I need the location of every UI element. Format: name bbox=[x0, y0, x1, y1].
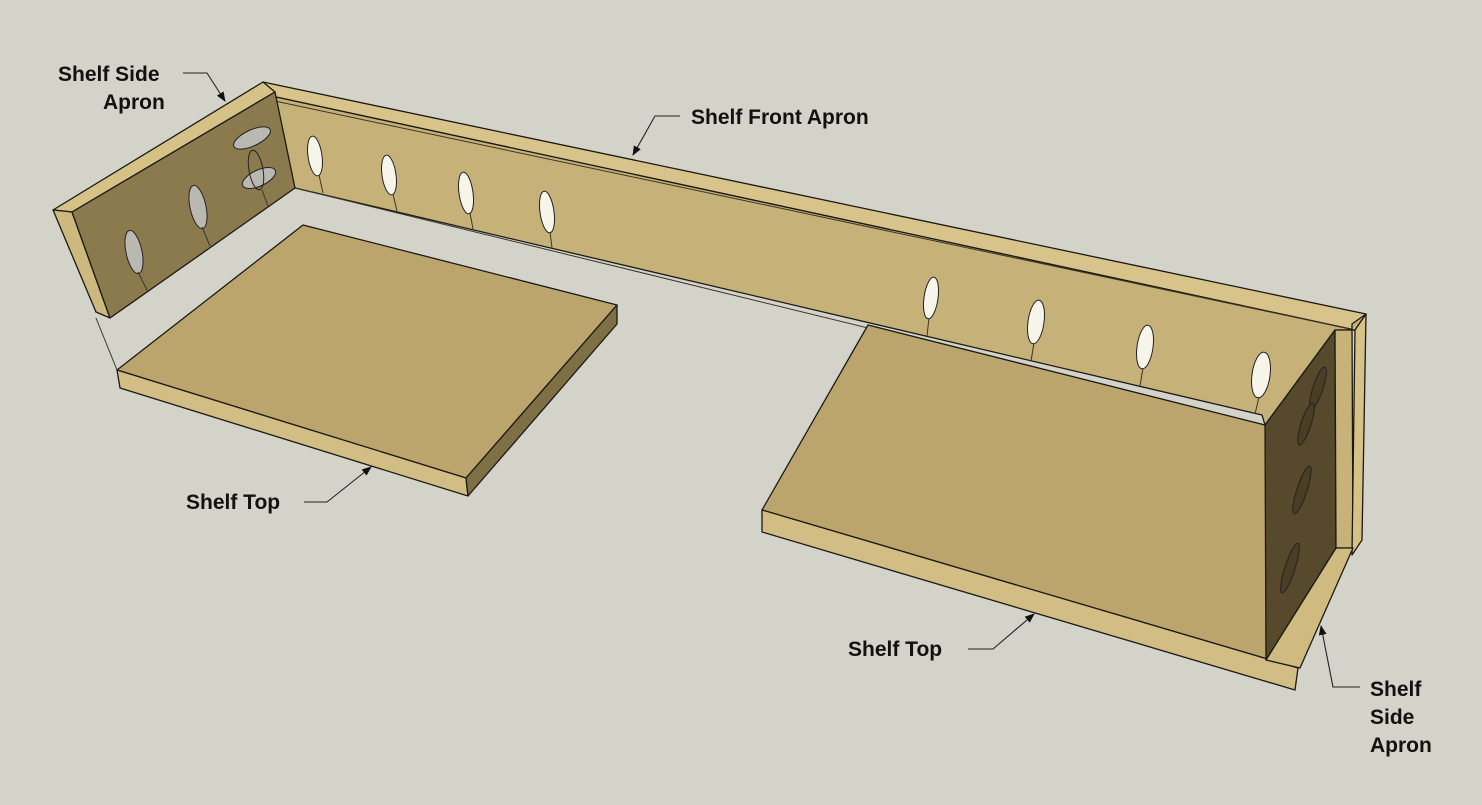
leader-side-apron-left bbox=[183, 72, 226, 102]
label-shelf-top-left: Shelf Top bbox=[186, 491, 280, 514]
label-side-apron-right-line1: Shelf bbox=[1370, 678, 1422, 701]
leader-front-apron bbox=[632, 115, 680, 156]
label-shelf-top-right: Shelf Top bbox=[848, 638, 942, 661]
pocket-hole bbox=[457, 171, 475, 215]
label-side-apron-right-line3: Apron bbox=[1370, 734, 1432, 757]
pocket-hole bbox=[381, 154, 397, 196]
pocket-hole bbox=[1280, 542, 1300, 594]
left-shelf-top-face bbox=[116, 224, 618, 479]
label-side-apron-left-line1: Shelf Side bbox=[58, 63, 160, 86]
leader-side-apron-right bbox=[1318, 625, 1360, 688]
right-side-apron bbox=[1264, 313, 1367, 669]
pocket-hole bbox=[307, 135, 323, 177]
left-side-apron bbox=[52, 81, 296, 319]
label-side-apron-left-line2: Apron bbox=[103, 91, 165, 114]
front-apron bbox=[261, 81, 1367, 426]
label-front-apron: Shelf Front Apron bbox=[691, 106, 869, 129]
pocket-hole bbox=[922, 276, 940, 320]
label-side-apron-right-line2: Side bbox=[1370, 706, 1414, 729]
pocket-hole bbox=[1251, 351, 1271, 399]
leader-shelf-top-left bbox=[304, 466, 372, 503]
callout-labels: Shelf Side Apron Shelf Front Apron Shelf… bbox=[58, 63, 1432, 757]
pocket-hole bbox=[1027, 299, 1045, 345]
leader-shelf-top-right bbox=[968, 613, 1035, 650]
right-side-apron-end bbox=[1265, 547, 1354, 669]
callout-leaders bbox=[183, 72, 1360, 688]
pocket-hole bbox=[1292, 465, 1312, 515]
front-apron-pocket-holes-right bbox=[922, 276, 1271, 415]
pocket-hole bbox=[233, 126, 271, 150]
front-apron-pocket-holes-left bbox=[307, 135, 556, 249]
right-side-apron-outer-face bbox=[1351, 313, 1367, 556]
pocket-hole bbox=[247, 149, 265, 191]
pocket-hole bbox=[1136, 324, 1154, 370]
pocket-hole bbox=[1297, 402, 1315, 446]
left-shelf-top-side-edge bbox=[465, 304, 618, 497]
right-shelf-top-front-edge bbox=[761, 509, 1299, 691]
left-shelf-top bbox=[95, 224, 618, 497]
